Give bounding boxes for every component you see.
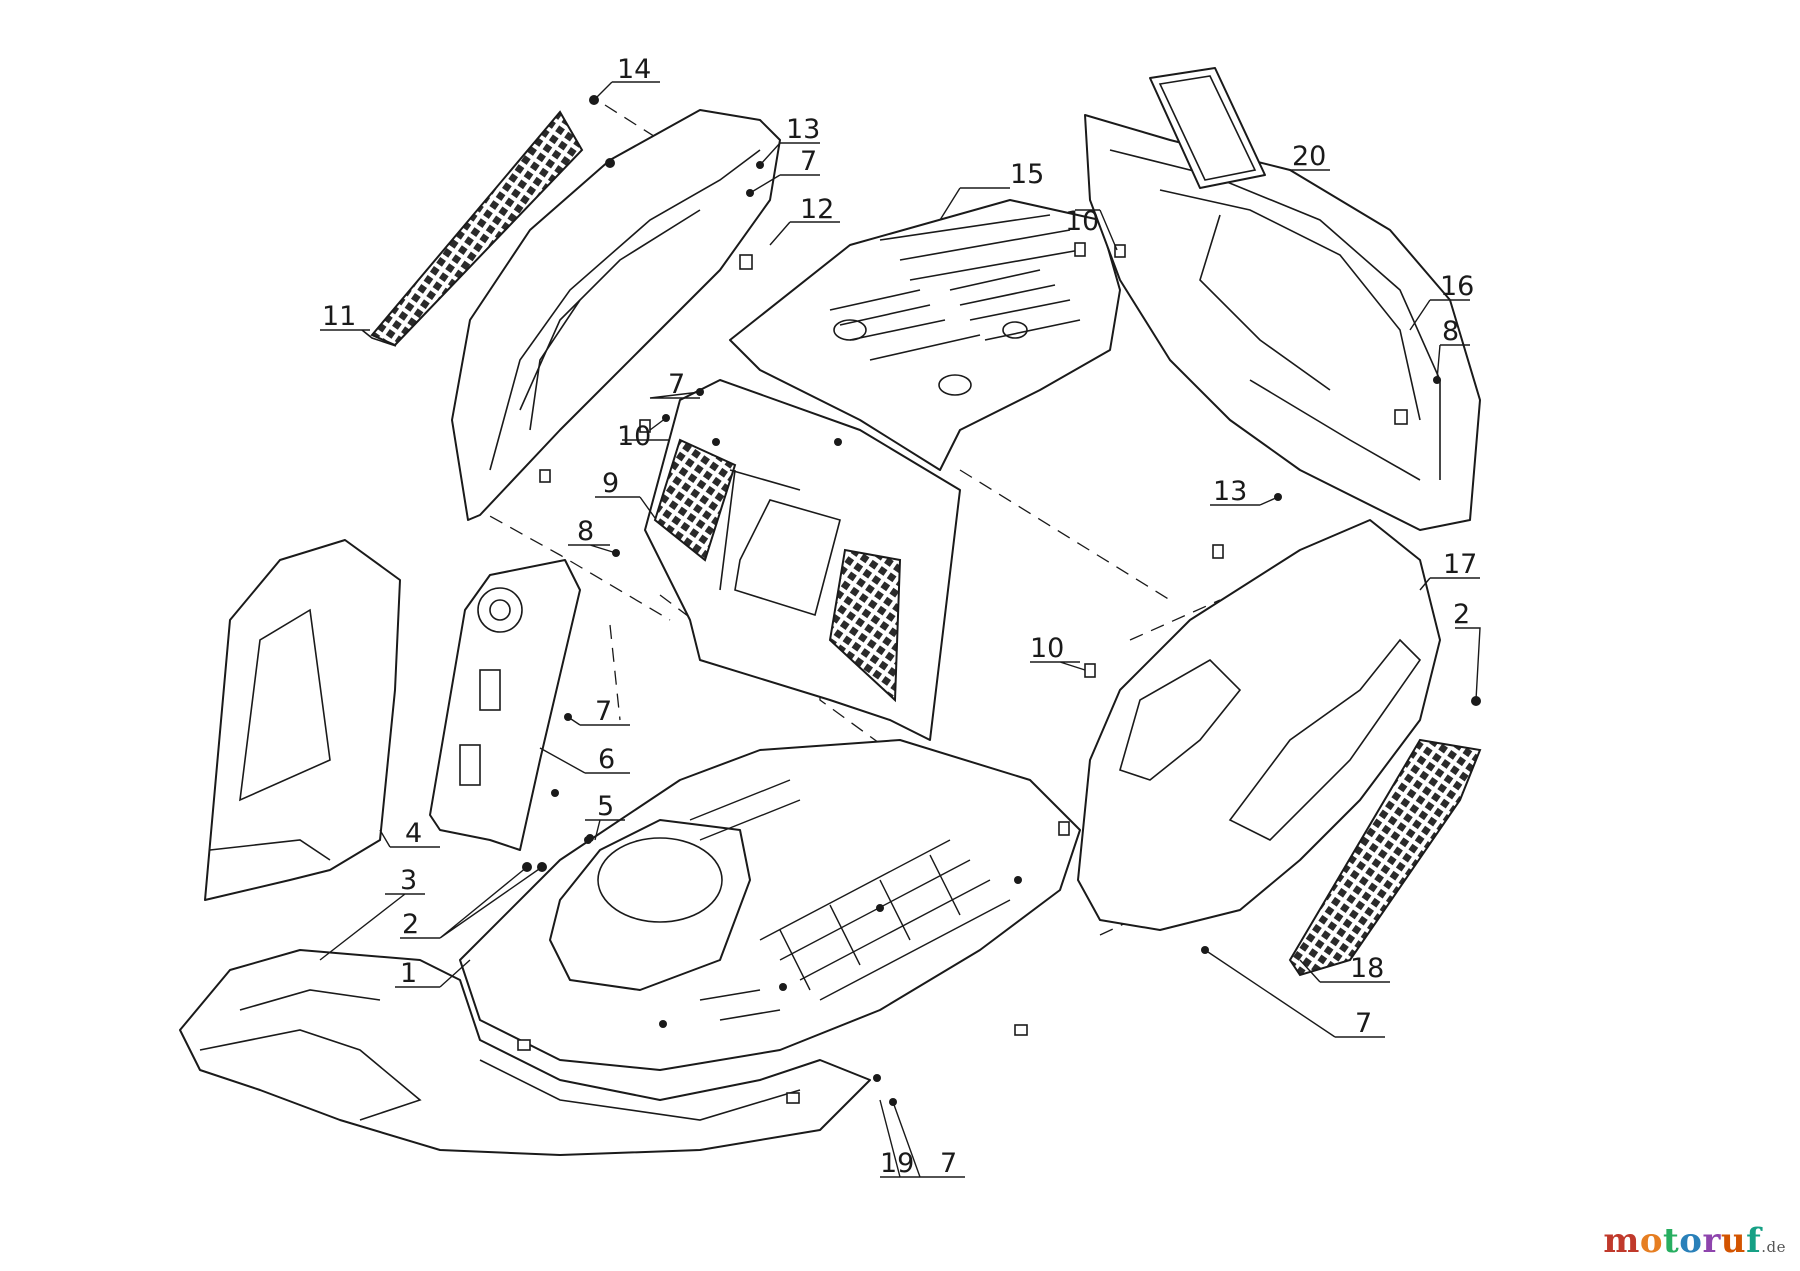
callout-10: 10 xyxy=(1030,633,1064,664)
watermark-suffix: .de xyxy=(1761,1238,1786,1256)
part-1-floor-board xyxy=(459,739,1081,1071)
callout-13: 13 xyxy=(786,114,820,145)
callout-12: 12 xyxy=(800,194,834,225)
callout-8: 8 xyxy=(1442,316,1459,347)
callout-7: 7 xyxy=(668,369,685,400)
callout-3: 3 xyxy=(400,865,417,896)
part-17-right-cover xyxy=(1077,519,1441,931)
callout-9: 9 xyxy=(602,468,619,499)
callout-7: 7 xyxy=(1355,1008,1372,1039)
callout-5: 5 xyxy=(597,791,614,822)
part-16-rear-fender xyxy=(1084,114,1481,531)
watermark-letter: r xyxy=(1702,1221,1721,1261)
part-11-left-grille xyxy=(361,110,584,347)
part-9-front-panel xyxy=(644,379,961,741)
callout-labels: 14 13 7 12 15 10 20 16 8 11 7 10 9 8 13 … xyxy=(322,54,1477,1179)
callout-13: 13 xyxy=(1213,476,1247,507)
watermark-letter: o xyxy=(1679,1221,1703,1261)
callout-15: 15 xyxy=(1010,159,1044,190)
watermark-letter: o xyxy=(1639,1221,1664,1261)
callout-8: 8 xyxy=(577,516,594,547)
callout-11: 11 xyxy=(322,301,356,332)
part-20-lid xyxy=(1149,67,1266,189)
watermark-letter: t xyxy=(1663,1221,1680,1261)
callout-18: 18 xyxy=(1350,953,1384,984)
callout-6: 6 xyxy=(598,744,615,775)
callout-17: 17 xyxy=(1443,549,1477,580)
part-15-dashboard xyxy=(729,199,1121,471)
watermark-letter: m xyxy=(1603,1221,1640,1261)
watermark-letter: u xyxy=(1720,1221,1747,1261)
callout-2: 2 xyxy=(1453,599,1470,630)
callout-14: 14 xyxy=(617,54,651,85)
callout-2: 2 xyxy=(402,909,419,940)
callout-20: 20 xyxy=(1292,141,1326,172)
callout-10: 10 xyxy=(617,421,651,452)
part-4-left-cover xyxy=(204,539,401,901)
part-18-right-grille xyxy=(1288,738,1482,977)
watermark-logo: motoruf.de xyxy=(1603,1221,1786,1261)
part-6-left-bracket xyxy=(429,559,581,851)
part-3-front-bumper xyxy=(179,949,871,1156)
callout-16: 16 xyxy=(1440,271,1474,302)
callout-4: 4 xyxy=(405,818,422,849)
watermark-letter: f xyxy=(1746,1221,1762,1261)
part-12-left-fender xyxy=(451,109,781,521)
callout-10: 10 xyxy=(1065,206,1099,237)
callout-19: 19 xyxy=(880,1148,914,1179)
callout-7: 7 xyxy=(595,696,612,727)
callout-7: 7 xyxy=(800,146,817,177)
callout-1: 1 xyxy=(400,958,417,989)
callout-leaders xyxy=(319,81,1481,1178)
callout-7: 7 xyxy=(940,1148,957,1179)
